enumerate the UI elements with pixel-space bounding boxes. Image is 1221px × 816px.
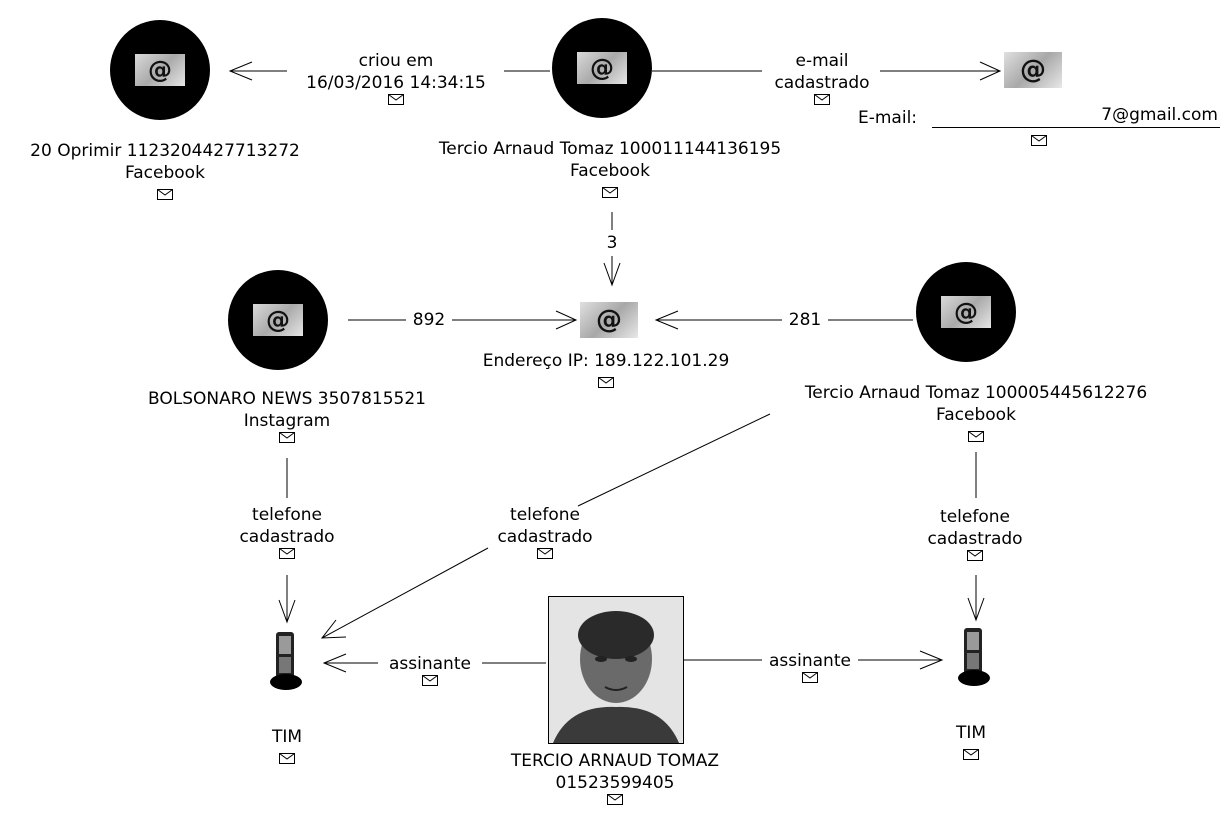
ip-node-icon[interactable]: @ [580,302,638,338]
oprimir-platform: Facebook [0,162,330,184]
edge-label-criou: criou em 16/03/2016 14:34:15 [284,50,508,106]
ip-address: Endereço IP: 189.122.101.29 [456,350,756,372]
at-icon: @ [941,296,991,328]
edge-tel-mid-subtitle: cadastrado [484,526,606,548]
bolsonaro-platform: Instagram [112,410,462,432]
phone-icon-right[interactable] [954,626,994,688]
edge-label-281: 281 [782,309,828,331]
edge-assin-right-title: assinante [760,650,860,672]
envelope-icon[interactable] [422,675,438,686]
envelope-icon[interactable] [607,794,623,805]
edge-label-assin-right: assinante [760,650,860,684]
edge-tel-mid-title: telefone [484,504,606,526]
at-icon: @ [135,54,185,86]
envelope-icon[interactable] [814,94,830,105]
person-name: TERCIO ARNAUD TOMAZ [480,750,750,772]
edge-label-tel-left: telefone cadastrado [226,504,348,560]
edge-tel-left-title: telefone [226,504,348,526]
person-portrait-image [549,597,683,743]
ip-label: Endereço IP: 189.122.101.29 [456,350,756,394]
envelope-icon[interactable] [602,187,618,198]
tim-left-name: TIM [262,726,312,748]
edge-tel-mid-bottom [322,548,488,638]
edge-label-892: 892 [406,309,452,331]
envelope-icon[interactable] [279,753,295,764]
edge-tel-right-title: telefone [914,506,1036,528]
phone-icon-left[interactable] [266,630,306,692]
edge-label-tel-right: telefone cadastrado [914,506,1036,562]
edge-tel-left-subtitle: cadastrado [226,526,348,548]
envelope-icon[interactable] [967,550,983,561]
bolsonaro-label: BOLSONARO NEWS 3507815521 Instagram [112,388,462,444]
edge-label-three: 3 [602,232,622,254]
email-node-icon[interactable]: @ [1004,52,1062,88]
person-document: 01523599405 [480,772,750,794]
tim-right-name: TIM [946,722,996,744]
edge-assin-left-title: assinante [378,653,482,675]
oprimir-label: 20 Oprimir 1123204427713272 Facebook [0,140,330,206]
edge-label-tel-mid: telefone cadastrado [484,504,606,560]
envelope-icon[interactable] [279,432,295,443]
email-value-field: 7@gmail.com [932,105,1220,128]
envelope-icon[interactable] [537,548,553,559]
tercio-main-platform: Facebook [400,160,820,182]
profile-node-tercio-main[interactable]: @ [552,18,652,118]
tercio-second-name: Tercio Arnaud Tomaz 100005445612276 [766,382,1186,404]
tercio-second-label: Tercio Arnaud Tomaz 100005445612276 Face… [766,382,1186,448]
edge-label-assin-left: assinante [378,653,482,687]
bolsonaro-name: BOLSONARO NEWS 3507815521 [112,388,462,410]
at-icon: @ [577,52,627,84]
envelope-icon[interactable] [388,94,404,105]
edge-criou-title: criou em [284,50,508,72]
edge-email-title: e-mail [760,50,884,72]
tim-left-label: TIM [262,726,312,770]
email-value: 7@gmail.com [1101,105,1218,125]
envelope-icon[interactable] [802,672,818,683]
tim-right-label: TIM [946,722,996,766]
edge-label-email: e-mail cadastrado [760,50,884,106]
at-icon: @ [253,304,303,336]
envelope-icon[interactable] [598,377,614,388]
edge-criou-date: 16/03/2016 14:34:15 [284,72,508,94]
edge-email-subtitle: cadastrado [760,72,884,94]
envelope-icon[interactable] [1031,135,1047,146]
envelope-icon[interactable] [279,548,295,559]
tercio-main-label: Tercio Arnaud Tomaz 100011144136195 Face… [400,138,820,204]
envelope-icon[interactable] [963,749,979,760]
email-field-label: E-mail: [858,107,917,129]
edge-tel-mid-arrowhead [322,620,346,638]
email-envelope-wrap [1030,130,1048,152]
tercio-main-name: Tercio Arnaud Tomaz 100011144136195 [400,138,820,160]
tercio-second-platform: Facebook [766,404,1186,426]
envelope-icon[interactable] [157,189,173,200]
profile-node-tercio-second[interactable]: @ [916,262,1016,362]
profile-node-oprimir[interactable]: @ [110,20,210,120]
person-photo[interactable] [548,596,684,744]
edge-tel-right-subtitle: cadastrado [914,528,1036,550]
envelope-icon[interactable] [968,431,984,442]
person-label: TERCIO ARNAUD TOMAZ 01523599405 [480,750,750,806]
edge-tel-mid-top [578,414,770,506]
oprimir-name: 20 Oprimir 1123204427713272 [0,140,330,162]
profile-node-bolsonaro[interactable]: @ [228,270,328,370]
